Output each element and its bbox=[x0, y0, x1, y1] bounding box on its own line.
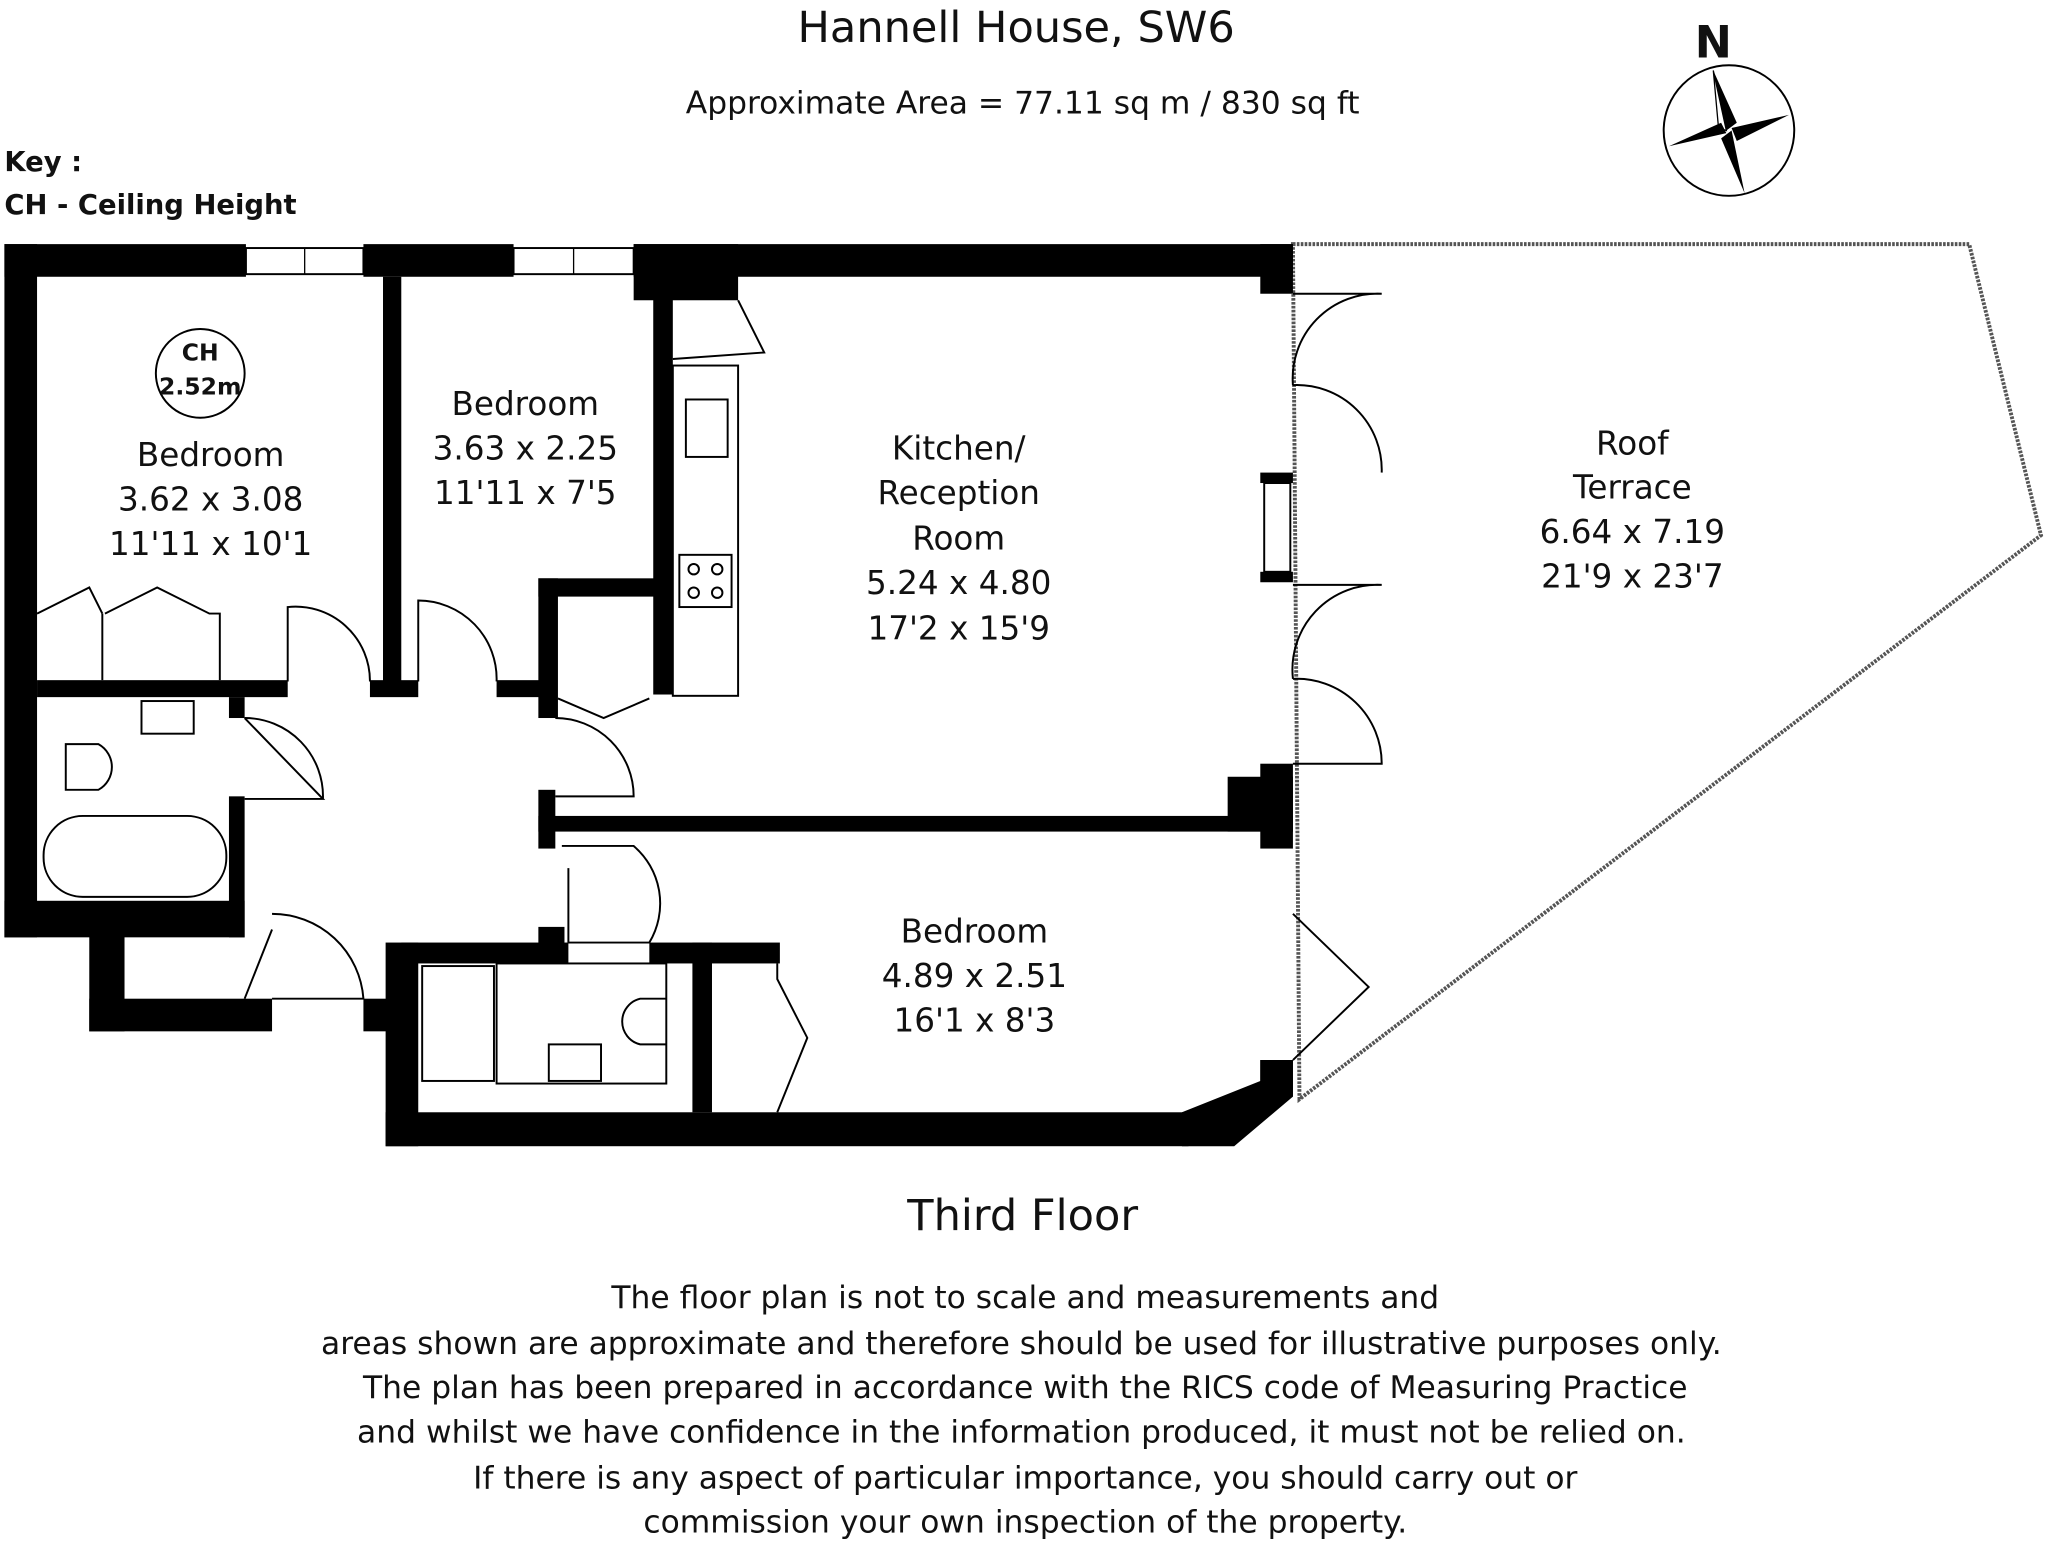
key-heading: Key : bbox=[4, 147, 82, 178]
svg-text:6.64 x 7.19: 6.64 x 7.19 bbox=[1540, 513, 1725, 551]
svg-text:areas shown are approximate an: areas shown are approximate and therefor… bbox=[321, 1326, 1722, 1362]
svg-text:and whilst we have confidence: and whilst we have confidence in the inf… bbox=[357, 1415, 1686, 1451]
svg-text:Bedroom: Bedroom bbox=[137, 436, 285, 474]
svg-text:3.62 x 3.08: 3.62 x 3.08 bbox=[118, 480, 303, 518]
compass-icon: N bbox=[1662, 17, 1796, 197]
toilet-icon bbox=[621, 997, 667, 1046]
basin-icon bbox=[547, 1043, 603, 1082]
compass-north-label: N bbox=[1695, 17, 1732, 68]
svg-text:16'1 x 8'3: 16'1 x 8'3 bbox=[894, 1001, 1056, 1039]
svg-text:commission your own inspection: commission your own inspection of the pr… bbox=[643, 1505, 1407, 1541]
bath-icon bbox=[42, 814, 228, 898]
svg-text:5.24 x 4.80: 5.24 x 4.80 bbox=[866, 564, 1051, 602]
svg-text:17'2 x 15'9: 17'2 x 15'9 bbox=[867, 610, 1050, 648]
room-bedroom-2: Bedroom 3.63 x 2.25 11'11 x 7'5 bbox=[433, 385, 618, 512]
svg-text:2.52m: 2.52m bbox=[159, 372, 241, 400]
windows bbox=[244, 247, 1292, 573]
svg-text:Reception: Reception bbox=[877, 474, 1040, 512]
sink-icon bbox=[684, 398, 729, 458]
svg-text:11'11 x 10'1: 11'11 x 10'1 bbox=[109, 525, 312, 563]
svg-text:Kitchen/: Kitchen/ bbox=[892, 430, 1026, 468]
approximate-area: Approximate Area = 77.11 sq m / 830 sq f… bbox=[686, 86, 1360, 122]
disclaimer: The floor plan is not to scale and measu… bbox=[321, 1280, 1722, 1541]
svg-text:Bedroom: Bedroom bbox=[452, 385, 600, 423]
svg-text:Terrace: Terrace bbox=[1572, 469, 1692, 507]
svg-text:Roof: Roof bbox=[1596, 424, 1670, 462]
floor-label: Third Floor bbox=[906, 1191, 1138, 1241]
roof-terrace-outline bbox=[1290, 242, 2044, 1104]
svg-text:The floor plan is not to scale: The floor plan is not to scale and measu… bbox=[610, 1280, 1439, 1316]
svg-text:Room: Room bbox=[912, 520, 1005, 558]
room-roof-terrace: Roof Terrace 6.64 x 7.19 21'9 x 23'7 bbox=[1540, 424, 1725, 595]
doors bbox=[36, 292, 1383, 1113]
basin-icon bbox=[140, 700, 195, 735]
room-bedroom-1: Bedroom 3.62 x 3.08 11'11 x 10'1 bbox=[109, 436, 312, 563]
svg-text:11'11 x 7'5: 11'11 x 7'5 bbox=[434, 474, 617, 512]
toilet-icon bbox=[64, 743, 113, 791]
shower-icon bbox=[421, 965, 495, 1082]
svg-text:Bedroom: Bedroom bbox=[901, 913, 1049, 951]
key-item-ceiling-height: CH - Ceiling Height bbox=[4, 190, 296, 221]
svg-text:CH: CH bbox=[182, 338, 219, 366]
property-title: Hannell House, SW6 bbox=[798, 3, 1235, 53]
fixtures bbox=[42, 364, 740, 1085]
walls bbox=[4, 244, 1293, 1147]
ceiling-height-marker: CH 2.52m bbox=[154, 328, 246, 419]
svg-text:4.89 x 2.51: 4.89 x 2.51 bbox=[882, 957, 1067, 995]
hob-icon bbox=[678, 553, 733, 609]
room-kitchen-reception: Kitchen/ Reception Room 5.24 x 4.80 17'2… bbox=[866, 430, 1051, 648]
svg-text:If there is any aspect of part: If there is any aspect of particular imp… bbox=[473, 1460, 1577, 1496]
svg-text:21'9 x 23'7: 21'9 x 23'7 bbox=[1541, 557, 1724, 595]
room-bedroom-3: Bedroom 4.89 x 2.51 16'1 x 8'3 bbox=[882, 913, 1067, 1040]
svg-text:3.63 x 2.25: 3.63 x 2.25 bbox=[433, 430, 618, 468]
svg-text:The plan has been prepared in: The plan has been prepared in accordance… bbox=[362, 1370, 1688, 1406]
